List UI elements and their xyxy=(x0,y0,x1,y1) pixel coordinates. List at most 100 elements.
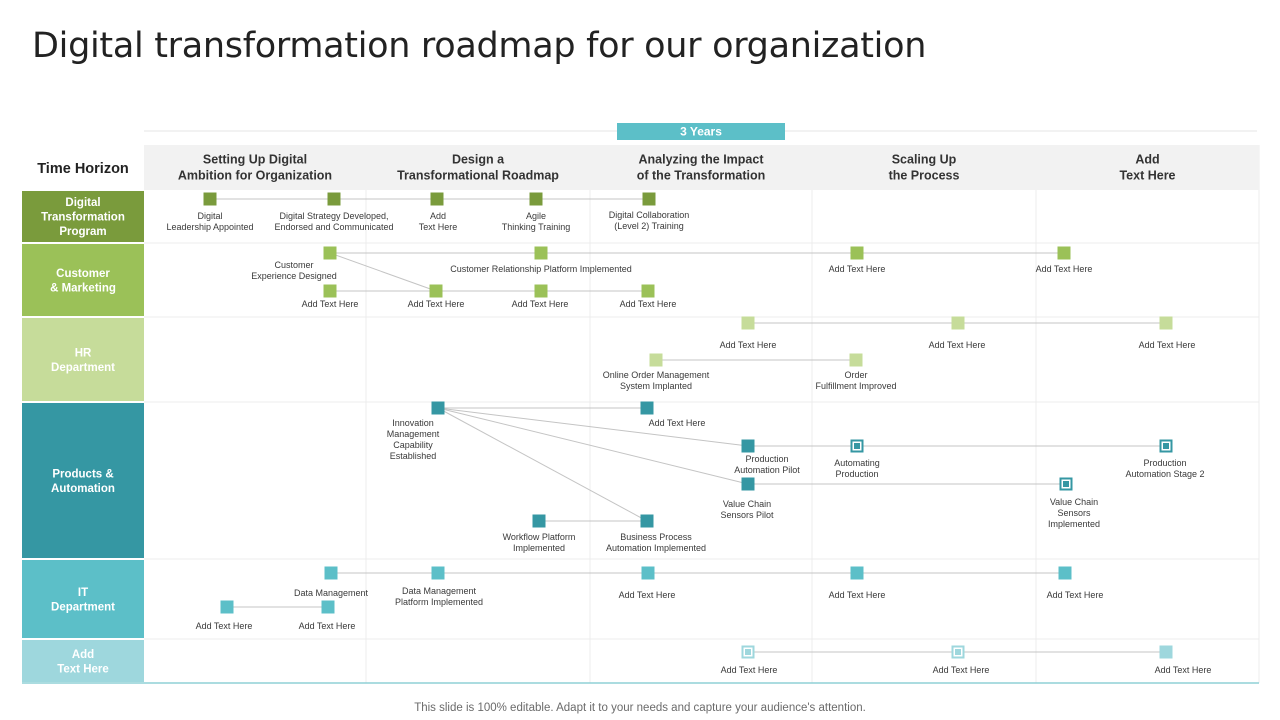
milestone-label: Add Text Here xyxy=(1155,665,1212,675)
row-label: Customer& Marketing xyxy=(50,268,116,295)
footer-note: This slide is 100% editable. Adapt it to… xyxy=(414,702,866,714)
milestone-marker-core xyxy=(854,443,860,449)
milestone-marker xyxy=(951,316,965,330)
milestone-marker xyxy=(532,514,546,528)
row-label: Products &Automation xyxy=(51,468,115,495)
connector-line xyxy=(329,252,437,292)
milestone-label: Add Text Here xyxy=(299,621,356,631)
milestone-label: Add Text Here xyxy=(933,665,990,675)
milestone-marker xyxy=(321,600,335,614)
milestone-marker xyxy=(323,246,337,260)
page-title: Digital transformation roadmap for our o… xyxy=(32,26,927,66)
milestone-marker xyxy=(327,192,341,206)
milestone-label: Digital Strategy Developed,Endorsed and … xyxy=(274,211,393,232)
milestone-label: Add Text Here xyxy=(1036,264,1093,274)
connector-line xyxy=(437,407,749,447)
milestone-label: Add Text Here xyxy=(619,590,676,600)
milestone-marker xyxy=(323,284,337,298)
milestone-marker-core xyxy=(955,649,961,655)
milestone-marker xyxy=(1159,645,1173,659)
milestone-marker xyxy=(649,353,663,367)
milestone-label: Add Text Here xyxy=(408,299,465,309)
milestone-connectors xyxy=(210,198,1166,653)
milestone-label: Add Text Here xyxy=(1139,340,1196,350)
milestone-marker xyxy=(431,401,445,415)
milestone-label: Add Text Here xyxy=(829,264,886,274)
milestone-marker xyxy=(641,566,655,580)
milestone-marker xyxy=(641,284,655,298)
connector-line xyxy=(437,407,648,522)
connector-line xyxy=(437,407,749,485)
milestone-label: Digital Collaboration(Level 2) Training xyxy=(609,210,690,231)
milestone-marker xyxy=(534,246,548,260)
row-label-block xyxy=(22,560,144,638)
row-label-block xyxy=(22,318,144,401)
milestone-marker xyxy=(1159,316,1173,330)
milestone-label: Add Text Here xyxy=(829,590,886,600)
time-horizon-label: Time Horizon xyxy=(37,161,129,177)
milestone-marker xyxy=(220,600,234,614)
milestone-label: Data Management xyxy=(294,588,369,598)
row-label-block xyxy=(22,191,144,242)
milestone-marker xyxy=(640,514,654,528)
milestone-marker xyxy=(850,566,864,580)
row-label-block xyxy=(22,640,144,682)
milestone-marker xyxy=(642,192,656,206)
milestone-label: Add Text Here xyxy=(1047,590,1104,600)
milestone-label: Add Text Here xyxy=(196,621,253,631)
milestone-marker xyxy=(741,439,755,453)
milestone-label: Add Text Here xyxy=(929,340,986,350)
milestone-marker xyxy=(741,316,755,330)
milestone-label: Add Text Here xyxy=(721,665,778,675)
milestone-marker-core xyxy=(1163,443,1169,449)
milestone-marker xyxy=(430,192,444,206)
milestone-marker xyxy=(431,566,445,580)
phase-header-band xyxy=(144,145,1259,190)
milestone-marker xyxy=(741,477,755,491)
milestone-marker xyxy=(324,566,338,580)
milestone-label: Customer Relationship Platform Implement… xyxy=(450,264,632,274)
row-label-block xyxy=(22,403,144,558)
milestone-marker xyxy=(534,284,548,298)
milestone-label: Add Text Here xyxy=(302,299,359,309)
duration-banner xyxy=(617,123,785,140)
milestone-marker xyxy=(850,246,864,260)
milestone-marker xyxy=(203,192,217,206)
milestone-label: Add Text Here xyxy=(649,418,706,428)
roadmap-grid xyxy=(22,145,1260,684)
milestone-marker xyxy=(529,192,543,206)
row-label-block xyxy=(22,244,144,316)
duration-banner-label: 3 Years xyxy=(680,125,722,139)
milestone-label: Add Text Here xyxy=(720,340,777,350)
milestone-label: Add Text Here xyxy=(620,299,677,309)
milestone-marker-core xyxy=(745,649,751,655)
milestone-marker xyxy=(1057,246,1071,260)
milestone-marker-core xyxy=(1063,481,1069,487)
